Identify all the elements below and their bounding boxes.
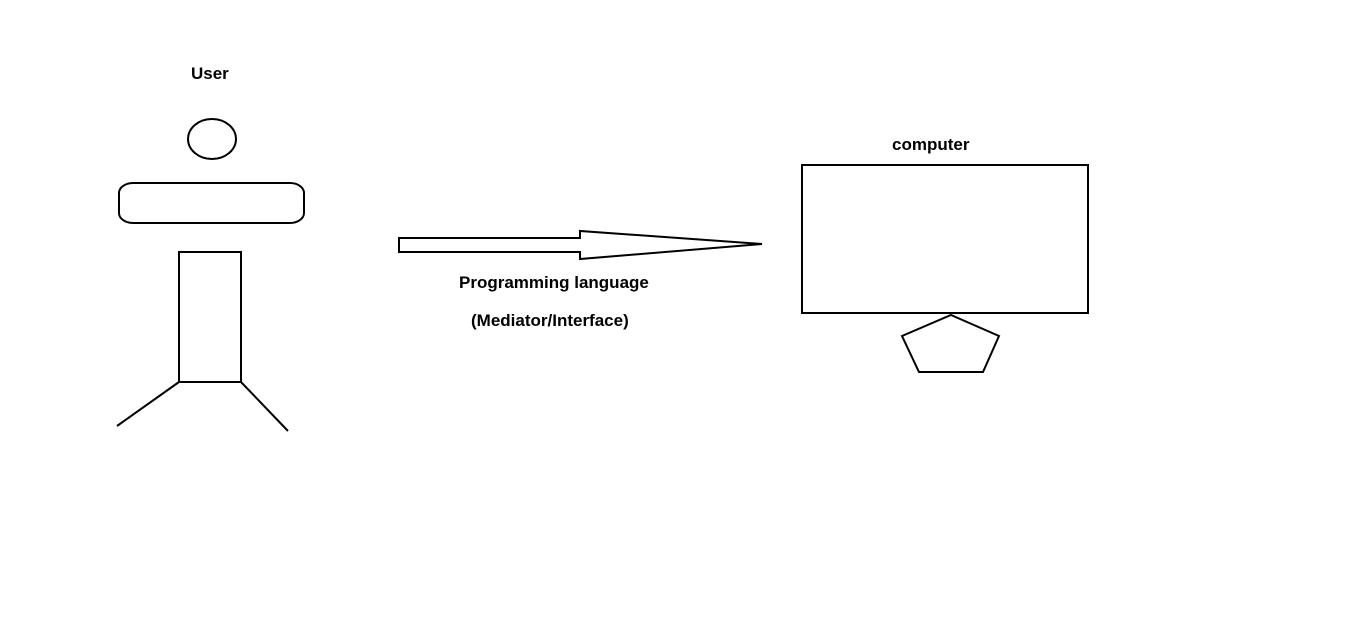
user-head <box>187 118 237 160</box>
arrow-shape <box>398 229 763 261</box>
computer-monitor <box>801 164 1089 314</box>
user-right-leg <box>240 381 289 432</box>
computer-figure <box>801 164 1089 373</box>
user-figure <box>116 118 305 432</box>
arrow <box>398 229 763 261</box>
computer-stand <box>900 313 1001 373</box>
user-arms <box>118 182 305 224</box>
computer-label: computer <box>892 135 970 154</box>
arrow-sublabel: (Mediator/Interface) <box>471 311 629 330</box>
user-body <box>178 251 242 383</box>
user-left-leg <box>116 381 180 427</box>
arrow-label: Programming language <box>459 273 649 292</box>
user-label: User <box>191 64 229 83</box>
